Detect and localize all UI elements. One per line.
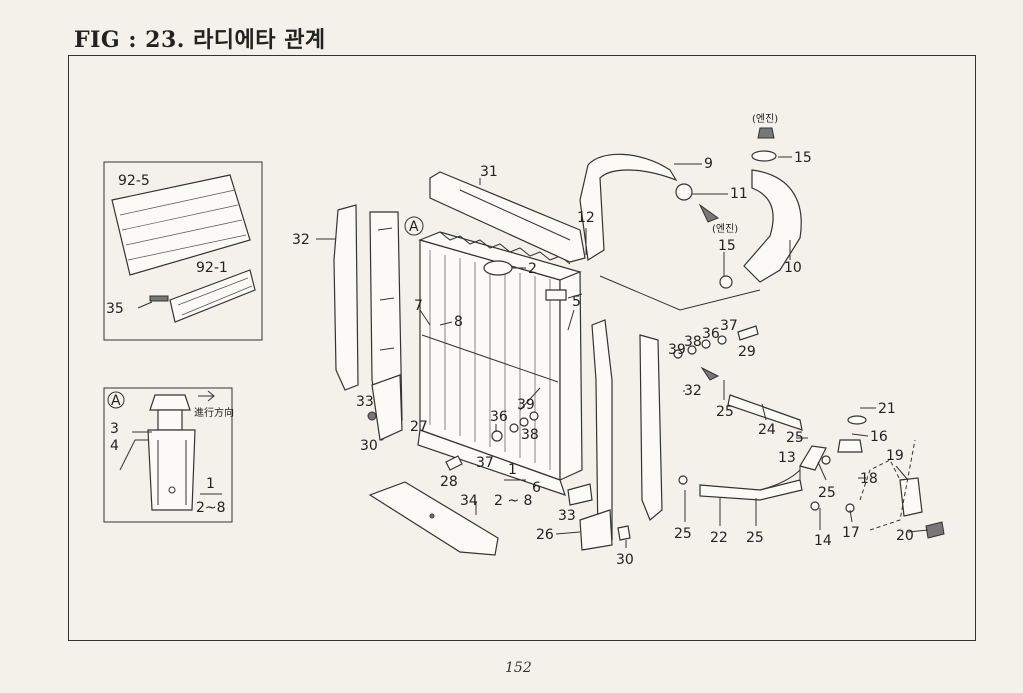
callout-35: 35 xyxy=(106,301,124,317)
callout-38-mid: 38 xyxy=(521,427,539,443)
callout-25-bottom-left: 25 xyxy=(674,526,692,542)
callout-8: 8 xyxy=(454,314,463,330)
callout-10: 10 xyxy=(784,260,802,276)
oil-cooler-lines xyxy=(699,394,945,539)
diagram-frame xyxy=(68,55,976,641)
callout-25-bottom-mid: 25 xyxy=(746,530,764,546)
callout-12: 12 xyxy=(577,210,595,226)
callout-92-1: 92-1 xyxy=(196,260,228,276)
callout-22: 22 xyxy=(710,530,728,546)
callout-16: 16 xyxy=(870,429,888,445)
callout-5: 5 xyxy=(572,294,581,310)
page-number: 152 xyxy=(505,660,532,676)
callout-labels: 31 32 A 12 9 11 15 15 10 2 7 8 5 36 37 3… xyxy=(292,113,914,568)
callout-9: 9 xyxy=(704,156,713,172)
travel-direction-note: 進行方向 xyxy=(194,406,234,419)
callout-26: 26 xyxy=(536,527,554,543)
callout-14: 14 xyxy=(814,533,832,549)
callout-36-right: 36 xyxy=(702,326,720,342)
callout-inset-1: 1 xyxy=(206,476,215,492)
callout-2-8: 2 ~ 8 xyxy=(494,493,532,509)
callout-37-mid: 37 xyxy=(476,455,494,471)
bottom-baffle xyxy=(368,481,499,556)
engine-note-top: (엔진) xyxy=(752,113,778,125)
view-a-marker-ring xyxy=(404,216,424,236)
callout-36-mid: 36 xyxy=(490,409,508,425)
callout-33-left: 33 xyxy=(356,394,374,410)
callout-15-top: 15 xyxy=(794,150,812,166)
callout-24: 24 xyxy=(758,422,776,438)
callout-inset-4: 4 xyxy=(110,438,119,454)
callout-15-lower: 15 xyxy=(718,238,736,254)
callout-39-right: 39 xyxy=(668,342,686,358)
callout-21: 21 xyxy=(878,401,896,417)
callout-37-right: 37 xyxy=(720,318,738,334)
callout-33-right: 33 xyxy=(558,508,576,524)
callout-30-left: 30 xyxy=(360,438,378,454)
callout-7: 7 xyxy=(414,298,423,314)
callout-17: 17 xyxy=(842,525,860,541)
callout-2: 2 xyxy=(528,261,537,277)
callout-29: 29 xyxy=(738,344,756,360)
callout-25-mid: 25 xyxy=(786,430,804,446)
left-side-panels xyxy=(333,204,403,442)
lower-hose xyxy=(719,127,802,289)
inset-a-marker: A xyxy=(111,393,121,409)
right-side-panels xyxy=(567,319,663,551)
callout-inset-2-8: 2~8 xyxy=(196,500,226,516)
callout-11: 11 xyxy=(730,186,748,202)
callout-92-5: 92-5 xyxy=(118,173,150,189)
top-baffle xyxy=(429,171,586,263)
callout-31: 31 xyxy=(480,164,498,180)
callout-inset-3: 3 xyxy=(110,421,119,437)
callout-13: 13 xyxy=(778,450,796,466)
callout-25-right: 25 xyxy=(818,485,836,501)
callout-6: 6 xyxy=(532,480,541,496)
page-title: FIG : 23. 라디에타 관계 xyxy=(74,27,326,53)
callout-39-mid: 39 xyxy=(517,397,535,413)
callout-32-right: 32 xyxy=(684,383,702,399)
callout-38-right: 38 xyxy=(684,334,702,350)
callout-20: 20 xyxy=(896,528,914,544)
radiator-core xyxy=(417,231,583,496)
callout-a: A xyxy=(409,219,419,235)
callout-34: 34 xyxy=(460,493,478,509)
callout-32-left: 32 xyxy=(292,232,310,248)
inset-fan-shroud-detail: 92-5 92-1 35 xyxy=(103,161,263,341)
small-fittings xyxy=(445,325,855,541)
inset-a-cap-detail: A 進行方向 3 4 1 2~8 xyxy=(103,387,234,523)
callout-1: 1 xyxy=(508,462,517,478)
engine-note-mid: (엔진) xyxy=(712,223,738,235)
callout-25-upper: 25 xyxy=(716,404,734,420)
upper-hose xyxy=(579,153,720,262)
leader-lines xyxy=(316,156,929,548)
callout-19: 19 xyxy=(886,448,904,464)
callout-28: 28 xyxy=(440,474,458,490)
callout-27: 27 xyxy=(410,419,428,435)
callout-30-right: 30 xyxy=(616,552,634,568)
callout-18: 18 xyxy=(860,471,878,487)
